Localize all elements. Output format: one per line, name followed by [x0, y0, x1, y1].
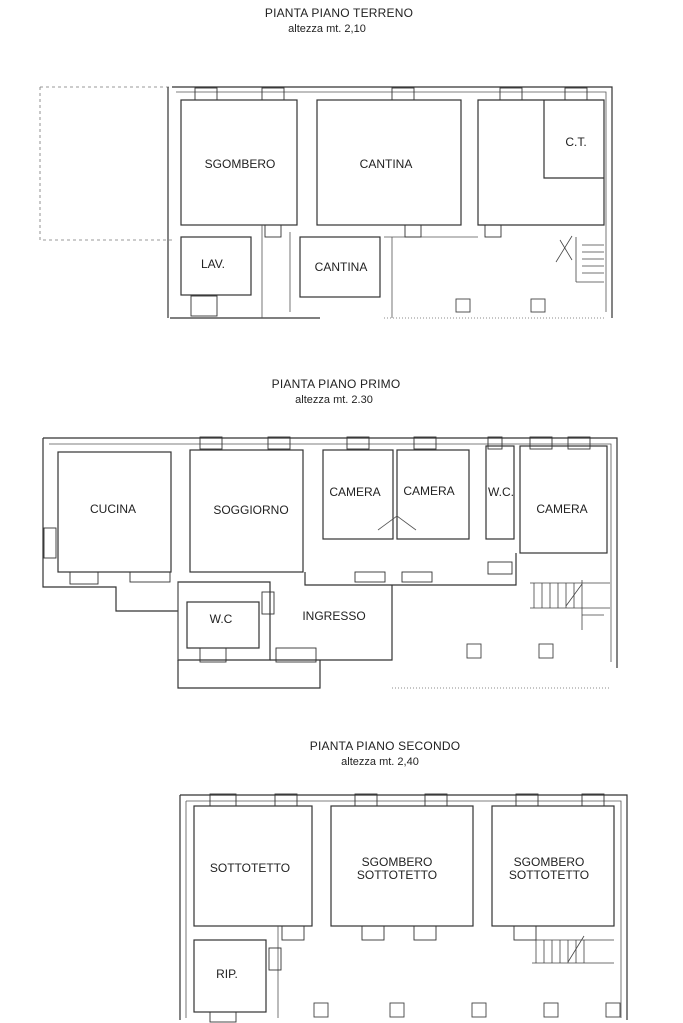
- first-floor-title: PIANTA PIANO PRIMO: [272, 377, 401, 391]
- room-label: CANTINA: [315, 260, 368, 274]
- ground-stair-icon: [555, 235, 604, 283]
- room-sgombero: [180, 99, 298, 226]
- room-lav: [180, 236, 252, 296]
- first-floor-plan: PIANTA PIANO PRIMO altezza mt. 2.30: [42, 377, 618, 689]
- first-floor-height: altezza mt. 2.30: [295, 394, 373, 406]
- room-label: CANTINA: [360, 157, 413, 171]
- room-sgombero-sottotetto-2: [491, 805, 615, 927]
- room-camera-1: [322, 449, 394, 540]
- room-label: C.T.: [565, 135, 586, 149]
- room-cantina: [316, 99, 462, 226]
- room-ct: [543, 100, 604, 179]
- room-label: CAMERA: [536, 502, 587, 516]
- room-label: INGRESSO: [302, 609, 365, 623]
- second-floor-title: PIANTA PIANO SECONDO: [310, 739, 460, 753]
- ground-floor-height: altezza mt. 2,10: [288, 23, 366, 35]
- room-soggiorno: [189, 449, 304, 573]
- room-label: CAMERA: [403, 484, 454, 498]
- second-stair-icon: [532, 935, 614, 964]
- room-sgombero-sottotetto-1: [330, 805, 474, 927]
- room-label: CAMERA: [329, 485, 380, 499]
- ground-floor-plan: PIANTA PIANO TERRENO altezza mt. 2,10: [39, 6, 613, 319]
- room-camera-2: [396, 449, 470, 540]
- room-label: W.C.: [488, 485, 514, 499]
- room-right-block: [477, 99, 605, 226]
- room-label: CUCINA: [90, 502, 136, 516]
- room-sottotetto: [193, 805, 313, 927]
- first-stair-icon: [530, 580, 610, 630]
- room-label: LAV.: [201, 257, 225, 271]
- room-cantina-small: [299, 236, 381, 298]
- room-camera-3: [519, 445, 608, 554]
- room-label: SOGGIORNO: [213, 503, 288, 517]
- room-label: SGOMBERO: [205, 157, 276, 171]
- room-label: SOTTOTETTO: [210, 861, 290, 875]
- room-wc-1: [485, 445, 515, 540]
- room-label: RIP.: [216, 967, 238, 981]
- ground-floor-title: PIANTA PIANO TERRENO: [265, 6, 413, 20]
- second-floor-plan: PIANTA PIANO SECONDO altezza mt. 2,40: [179, 739, 628, 1023]
- second-floor-height: altezza mt. 2,40: [341, 756, 419, 768]
- room-label: W.C: [210, 612, 233, 626]
- room-cucina: [57, 451, 172, 573]
